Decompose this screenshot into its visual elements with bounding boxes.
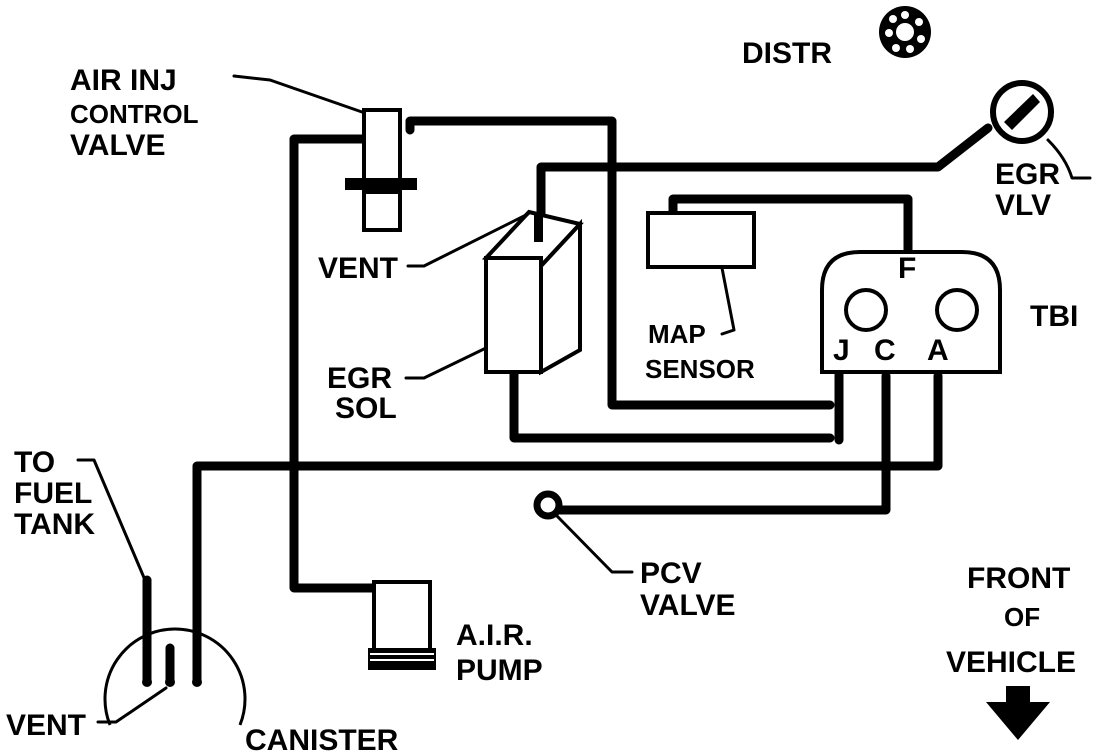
vent-bottom-label: VENT	[6, 709, 86, 742]
tbi-port-f-label: F	[898, 252, 916, 285]
air-inj-leader	[232, 74, 364, 114]
fuel-leader	[76, 458, 147, 582]
map-label-line2: SENSOR	[645, 354, 755, 384]
front-label-line3: VEHICLE	[946, 646, 1076, 679]
vent-bottom-leader	[96, 686, 168, 724]
front-label-line2: OF	[1004, 602, 1040, 632]
fuel-label-line3: TANK	[14, 508, 95, 541]
map-leader	[720, 266, 736, 336]
vacuum-hoses	[142, 116, 993, 685]
map-label-line1: MAP	[648, 319, 706, 349]
egr-sol-label-line1: EGR	[327, 362, 392, 395]
air-pump-label-line2: PUMP	[456, 654, 543, 687]
canister-fuel-port	[142, 677, 152, 687]
pcv-leader	[554, 513, 634, 574]
canister-purge-port	[192, 677, 202, 687]
egr-vlv-label-line1: EGR	[995, 158, 1060, 191]
front-arrow-icon	[986, 686, 1050, 740]
hose-air-inj-to-j-port	[405, 116, 835, 410]
hose-egr-sol-to-j-port	[509, 365, 835, 443]
pcv-label-line1: PCV	[640, 557, 702, 590]
tbi-label: TBI	[1030, 300, 1078, 333]
egr-valve-icon	[990, 80, 1054, 144]
vent-top-label: VENT	[318, 252, 398, 285]
air-pump-label-line1: A.I.R.	[456, 619, 533, 652]
hose-air-inj-to-air-pump	[289, 134, 381, 593]
air-inj-label-line1: AIR INJ	[70, 64, 177, 97]
air-inj-label-line3: VALVE	[70, 129, 166, 162]
canister-vent-port	[165, 677, 175, 687]
vent-top-leader	[406, 212, 530, 268]
pcv-valve-icon	[533, 490, 563, 520]
egr-vlv-label-line2: VLV	[995, 189, 1051, 222]
hose-egr-sol-to-egr-valve	[536, 123, 993, 243]
air-inj-label-line2: CONTROL	[70, 99, 199, 129]
tbi-port-c-label: C	[874, 334, 896, 367]
distributor-icon	[879, 6, 931, 58]
tbi-port-j-label: J	[833, 334, 850, 367]
hose-canister-to-a-port	[192, 371, 943, 685]
map-sensor	[646, 211, 756, 269]
egr-sol-label-line2: SOL	[335, 392, 397, 425]
canister-outline	[103, 627, 247, 726]
egr-sol-leader	[404, 346, 488, 380]
front-label-line1: FRONT	[967, 562, 1070, 595]
air-inj-control-valve	[345, 108, 417, 232]
tbi-port-a-label: A	[927, 334, 949, 367]
egr-solenoid	[481, 209, 584, 376]
fuel-label-line1: TO	[14, 446, 55, 479]
pcv-label-line2: VALVE	[640, 589, 736, 622]
distr-label: DISTR	[742, 37, 832, 70]
egr-vlv-leader	[1046, 138, 1092, 180]
canister-label: CANISTER	[245, 724, 399, 754]
fuel-label-line2: FUEL	[14, 477, 92, 510]
tbi-unit	[820, 250, 1002, 374]
air-pump	[368, 580, 436, 670]
